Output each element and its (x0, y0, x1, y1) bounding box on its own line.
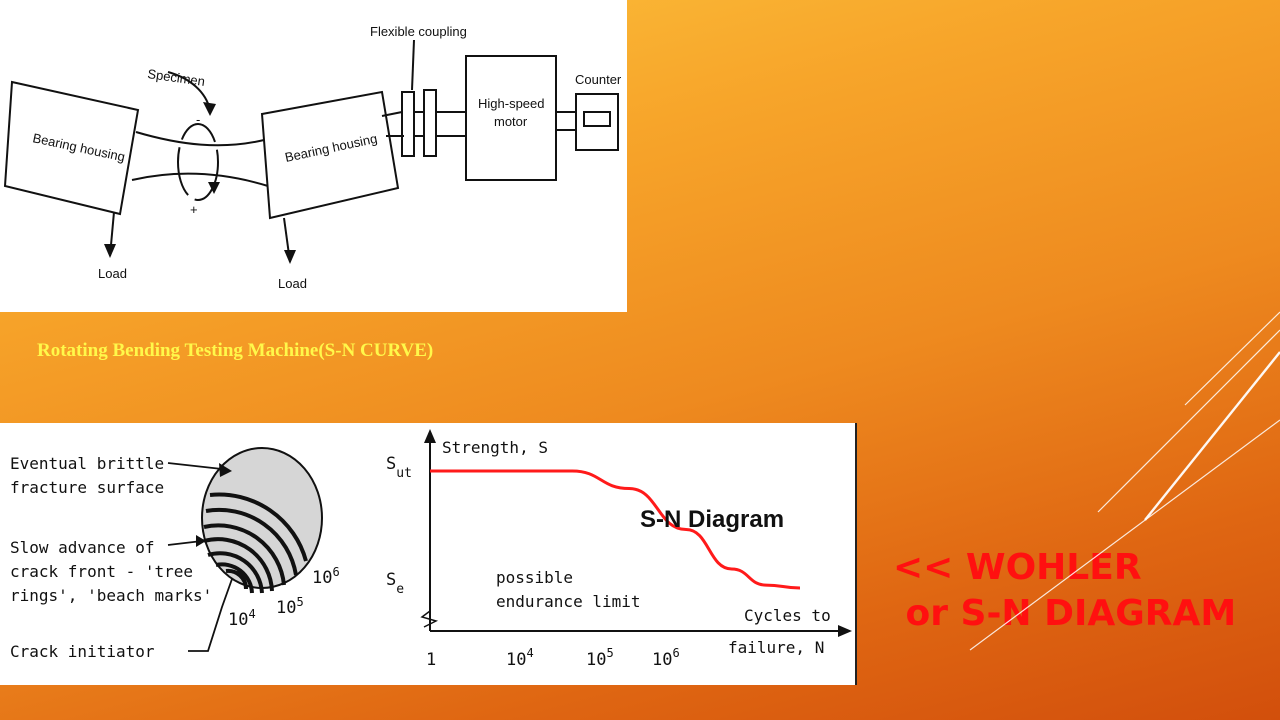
chart-x-tick-10-4-exp: 4 (526, 646, 533, 660)
fracture-label-2-line2: crack front - 'tree (10, 562, 193, 581)
fracture-label-2-line3: rings', 'beach marks' (10, 586, 212, 605)
counter-box (575, 93, 619, 151)
chart-y-tick-sut-sub: ut (396, 466, 412, 481)
left-bearing-housing-box (3, 80, 140, 216)
fracture-surface-sketch (167, 447, 323, 652)
sn-diagram-panel: Eventual brittle fracture surface Slow a… (0, 423, 855, 685)
fracture-tick-10-4: 104 (228, 607, 256, 630)
motor-label-line2: motor (494, 114, 528, 129)
chart-x-tick-10-4: 104 (506, 646, 534, 670)
chart-x-tick-10-6: 106 (652, 646, 680, 670)
chart-y-tick-se-sub: e (396, 582, 404, 597)
motor-label-line1: High-speed (478, 96, 545, 111)
fracture-tick-10-4-exp: 4 (248, 607, 255, 621)
coupling-left-flange (401, 91, 415, 157)
sn-curve-series (429, 469, 801, 590)
plus-sign-label: + (190, 202, 198, 217)
right-bearing-housing-box (260, 90, 400, 220)
fracture-tick-10-4-base: 10 (228, 610, 248, 630)
deco-line-2 (1097, 329, 1280, 513)
specimen-bottom-edge (131, 172, 269, 187)
slide-title-line1: << WOHLER (893, 547, 1142, 588)
rotation-arrow (177, 123, 219, 201)
chart-y-axis-arrow (424, 429, 436, 443)
chart-x-tick-10-5-base: 10 (586, 650, 606, 670)
flexible-coupling-label: Flexible coupling (370, 24, 467, 39)
high-speed-motor-box (465, 55, 557, 181)
fracture-tick-10-6-base: 10 (312, 568, 332, 588)
counter-label: Counter (575, 72, 622, 87)
chart-title: S-N Diagram (640, 506, 784, 533)
chart-annotation-line2: endurance limit (496, 592, 641, 611)
rotating-bending-machine-diagram: Flexible coupling Specimen Counter Beari… (3, 24, 622, 291)
chart-x-axis-label-line2: failure, N (728, 638, 824, 657)
chart-x-axis-arrow (838, 625, 852, 637)
right-load-label: Load (278, 276, 307, 291)
deco-line-1 (1184, 311, 1280, 406)
specimen-top-edge (135, 131, 265, 147)
chart-y-tick-se-s: S (386, 570, 396, 590)
counter-display (583, 111, 611, 127)
coupling-right-flange (423, 89, 437, 157)
fracture-label-1-line1: Eventual brittle (10, 454, 164, 473)
machine-diagram-panel: Flexible coupling Specimen Counter Beari… (0, 0, 627, 312)
fracture-label-3: Crack initiator (10, 642, 155, 661)
sn-figure: Eventual brittle fracture surface Slow a… (10, 429, 852, 670)
fracture-tick-10-6: 106 (312, 565, 340, 588)
minus-sign-label: - (196, 112, 200, 127)
chart-y-tick-sut-s: S (386, 454, 396, 474)
slide-title-line2: or S-N DIAGRAM (893, 593, 1237, 634)
chart-x-tick-1: 1 (426, 650, 436, 670)
chart-y-tick-se: Se (386, 570, 404, 597)
chart-x-tick-10-5-exp: 5 (606, 646, 613, 660)
fracture-tick-10-5: 105 (276, 595, 304, 618)
chart-axis-break (420, 610, 439, 628)
chart-annotation-line1: possible (496, 568, 573, 587)
fracture-label-2-line1: Slow advance of (10, 538, 155, 557)
fracture-tick-10-5-base: 10 (276, 598, 296, 618)
sn-chart (420, 429, 852, 637)
chart-x-tick-10-6-exp: 6 (672, 646, 679, 660)
chart-y-axis-label: Strength, S (442, 438, 548, 457)
coupling-leader-line (411, 39, 415, 91)
slide-title: << WOHLER or S-N DIAGRAM (893, 545, 1236, 637)
deco-line-4 (969, 419, 1280, 651)
chart-x-tick-10-5: 105 (586, 646, 614, 670)
left-load-label: Load (98, 266, 127, 281)
chart-x-tick-10-6-base: 10 (652, 650, 672, 670)
fracture-label-1-line2: fracture surface (10, 478, 164, 497)
fracture-tick-10-6-exp: 6 (332, 565, 339, 579)
chart-y-tick-sut: Sut (386, 454, 412, 481)
chart-x-axis-label-line1: Cycles to (744, 606, 831, 625)
machine-caption: Rotating Bending Testing Machine(S-N CUR… (37, 340, 434, 361)
deco-line-3 (1144, 351, 1280, 521)
fracture-tick-10-5-exp: 5 (296, 595, 303, 609)
chart-x-tick-10-4-base: 10 (506, 650, 526, 670)
